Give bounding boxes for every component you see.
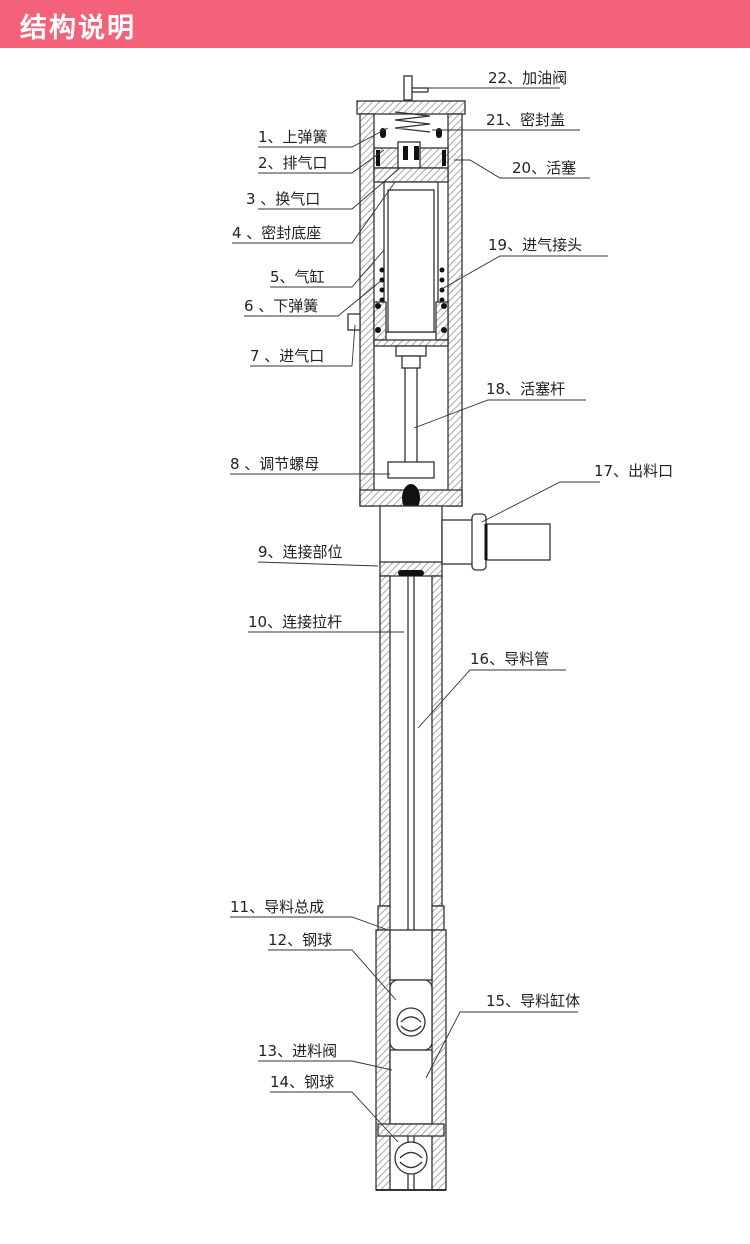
- top-seals: [376, 128, 446, 166]
- oil-valve: [403, 75, 429, 101]
- seal-cover: [356, 100, 466, 115]
- label-adjust-nut: 8 、调节螺母: [230, 455, 319, 473]
- label-steel-ball-upper: 12、钢球: [268, 931, 332, 949]
- label-seal-cover: 21、密封盖: [486, 111, 565, 129]
- guide-cylinder-right: [431, 929, 447, 1191]
- page-title: 结构说明: [20, 13, 136, 44]
- guide-assembly: [377, 905, 391, 931]
- label-upper-spring: 1、上弹簧: [258, 128, 328, 146]
- ball-joint: [402, 484, 420, 512]
- labels-right: 22、加油阀 21、密封盖 20、活塞 19、进气接头 18、活塞杆 17、出料…: [470, 69, 673, 1010]
- guide-tube-left: [379, 575, 391, 907]
- label-guide-assembly: 11、导料总成: [230, 898, 324, 916]
- guide-cylinder-left: [375, 929, 391, 1191]
- steel-ball-lower: [394, 1141, 428, 1175]
- label-steel-ball-lower: 14、钢球: [270, 1073, 334, 1091]
- guide-tube-right: [431, 575, 443, 907]
- label-air-connector: 19、进气接头: [488, 236, 582, 254]
- seal-seat: [373, 167, 449, 183]
- label-seal-seat: 4 、密封底座: [232, 224, 321, 242]
- pump-body: [347, 75, 551, 1191]
- label-exhaust-port: 2、排气口: [258, 154, 328, 172]
- label-cylinder: 5、气缸: [270, 268, 325, 286]
- header-banner: 结构说明: [0, 0, 750, 48]
- outlet-pipe: [441, 513, 551, 571]
- label-oil-valve: 22、加油阀: [488, 69, 567, 87]
- label-piston-rod: 18、活塞杆: [486, 380, 565, 398]
- leader-lines: [230, 87, 608, 1143]
- cylinder-wall-left: [359, 113, 375, 507]
- label-outlet: 17、出料口: [594, 462, 673, 480]
- label-air-inlet: 7 、进气口: [250, 347, 324, 365]
- label-piston: 20、活塞: [512, 159, 576, 177]
- label-vent-port: 3 、换气口: [246, 190, 320, 208]
- label-lower-spring: 6 、下弹簧: [244, 297, 318, 315]
- label-inlet-valve: 13、进料阀: [258, 1042, 337, 1060]
- air-inlet: [347, 313, 361, 331]
- upper-spring: [394, 111, 431, 133]
- inlet-valve: [389, 1049, 433, 1125]
- adjust-nut: [387, 461, 435, 479]
- label-guide-tube: 16、导料管: [470, 650, 549, 668]
- label-connect-section: 9、连接部位: [258, 543, 343, 561]
- label-guide-cylinder: 15、导料缸体: [486, 992, 580, 1010]
- connect-section: [379, 505, 443, 565]
- labels-left: 1、上弹簧 2、排气口 3 、换气口 4 、密封底座 5、气缸 6 、下弹簧 7…: [230, 128, 343, 1091]
- label-connecting-rod: 10、连接拉杆: [248, 613, 342, 631]
- cylinder-wall-right: [447, 113, 463, 507]
